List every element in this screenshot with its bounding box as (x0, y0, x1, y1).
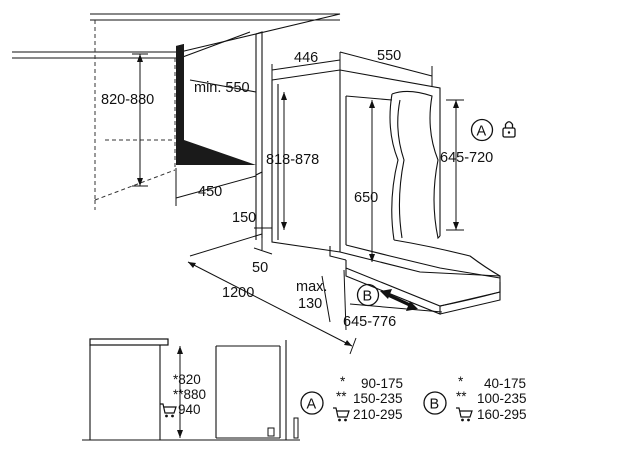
legend-b-val-2: 160-295 (477, 407, 527, 422)
dim-max-gap: max. 130 (296, 269, 347, 331)
label-cabinet-height: 820-880 (101, 92, 154, 108)
label-door-height-range: 645-720 (440, 150, 493, 166)
side-view (82, 338, 300, 441)
legend-b-sym-0: * (458, 374, 464, 389)
dim-min-depth: min. 550 (189, 79, 257, 96)
label-plinth-height: 150 (232, 210, 256, 226)
dim-door-opening: 645-776 (343, 303, 443, 330)
cart-icon (456, 407, 473, 422)
dim-appliance-width: 446 (271, 50, 341, 80)
label-min-depth: min. 550 (194, 80, 250, 96)
label-appliance-depth: 550 (377, 48, 401, 64)
marker-b: B (356, 283, 380, 307)
label-niche-height: 818-878 (266, 152, 319, 168)
svg-text:B: B (430, 397, 440, 413)
dim-appliance-depth: 550 (339, 48, 433, 86)
appliance-body (271, 69, 441, 253)
double-arrow-icon (380, 289, 418, 311)
legend-b-sym-1: ** (456, 389, 467, 404)
label-appliance-width: 446 (294, 50, 318, 66)
label-side-h3: 940 (178, 402, 201, 417)
legend-a-val-0: 90-175 (361, 376, 403, 391)
svg-text:A: A (307, 397, 317, 413)
legend-a-val-2: 210-295 (353, 407, 403, 422)
svg-text:A: A (477, 124, 487, 140)
label-plinth-depth: 50 (252, 260, 268, 276)
label-door-opening: 645-776 (343, 314, 396, 330)
label-niche-width: 1200 (222, 285, 254, 301)
legend-a-sym-0: * (340, 374, 346, 389)
marker-a: A (470, 118, 494, 142)
dim-niche-width: 1200 (187, 233, 357, 355)
cart-icon (160, 403, 177, 418)
svg-text:B: B (363, 289, 373, 305)
door-panel (329, 90, 501, 315)
label-side-h1: *820 (173, 372, 201, 387)
dim-plinth-depth: 50 (252, 247, 273, 276)
dim-niche-height: 818-878 (266, 92, 319, 230)
dim-niche-depth: 450 (175, 168, 257, 206)
lock-icon (502, 121, 516, 138)
niche-shadow (176, 44, 256, 165)
dim-plinth-height: 150 (232, 202, 272, 250)
legend-b-val-0: 40-175 (484, 376, 526, 391)
legend-a: A * 90-175 ** 150-235 210-295 (300, 374, 403, 422)
niche-side-panel (255, 31, 263, 240)
label-max: max. (296, 279, 327, 295)
legend-b-val-1: 100-235 (477, 391, 527, 406)
label-niche-depth: 450 (198, 184, 222, 200)
dim-door-height: 650 (354, 100, 378, 262)
dim-door-height-range: 645-720 (440, 99, 493, 231)
dim-side-height: *820 **880 940 (160, 346, 206, 438)
legend-a-sym-1: ** (336, 389, 347, 404)
legend-b: B * 40-175 ** 100-235 160-295 (423, 374, 527, 422)
legend-a-val-1: 150-235 (353, 391, 403, 406)
cart-icon (333, 407, 350, 422)
cabinet-outline (94, 20, 176, 210)
label-door-height: 650 (354, 190, 378, 206)
label-max-value: 130 (298, 296, 322, 312)
dim-cabinet-height: 820-880 (101, 53, 154, 187)
label-side-h2: **880 (173, 387, 206, 402)
